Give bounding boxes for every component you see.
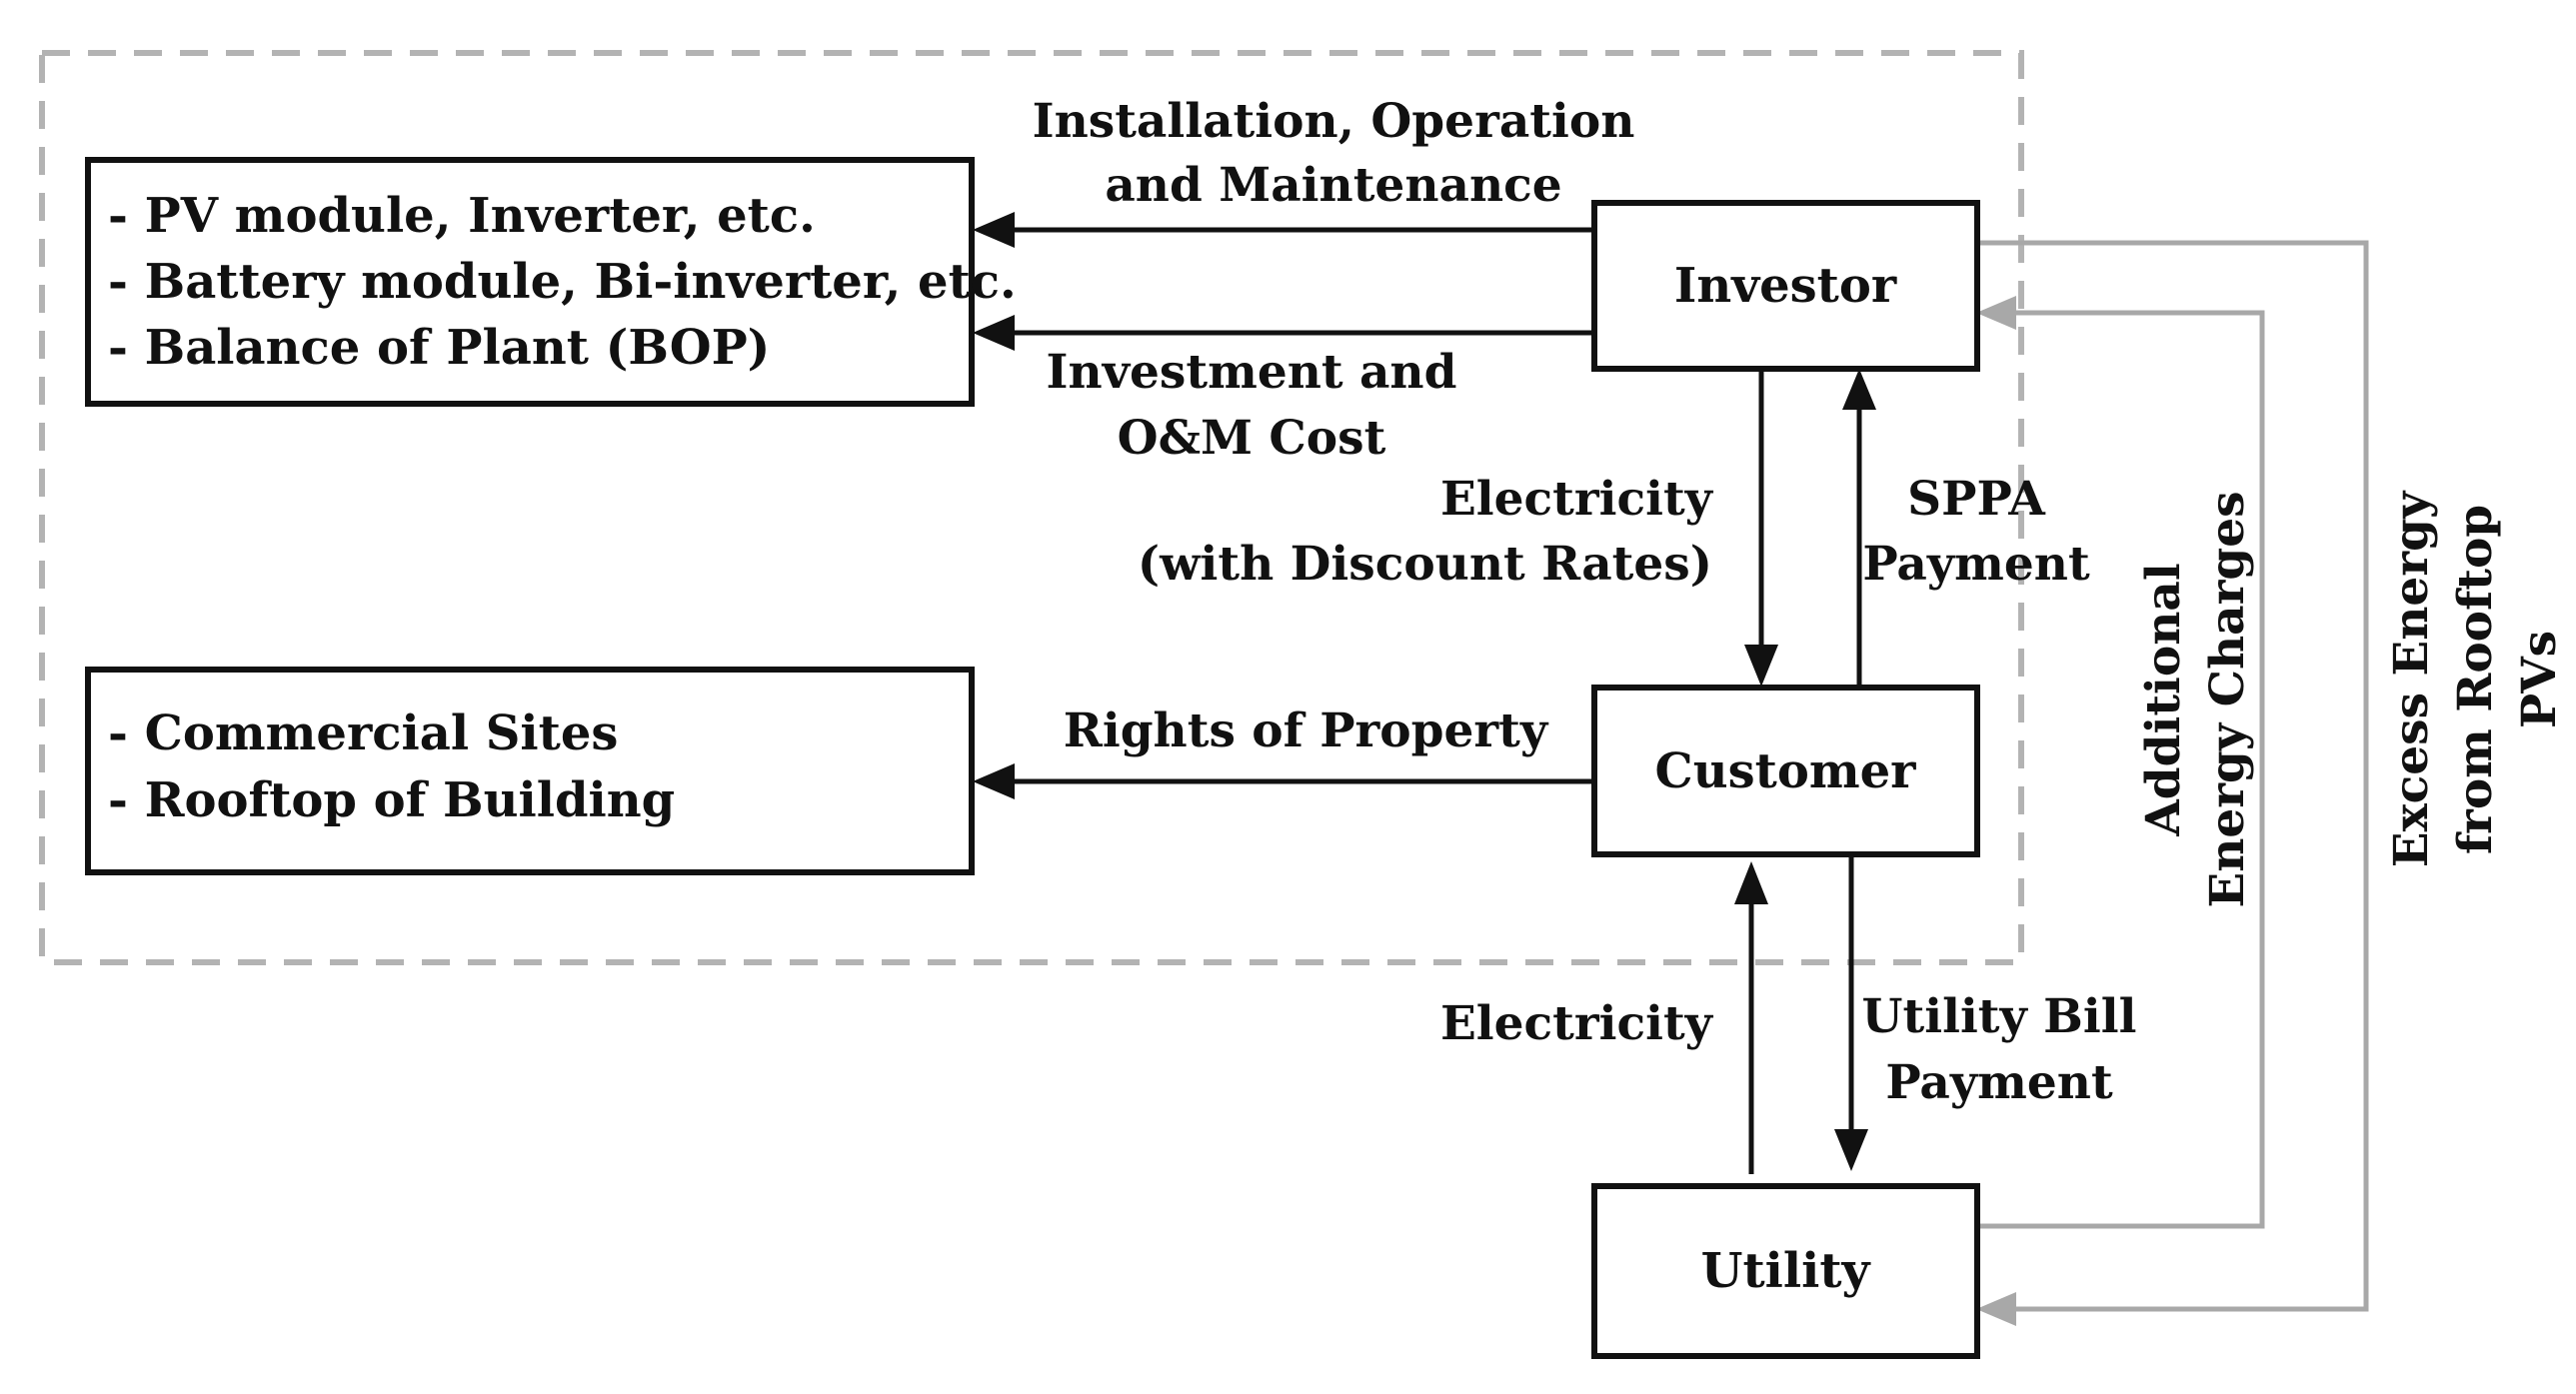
additional-energy-connector [1974, 310, 2265, 1229]
utility-bill-arrowhead [1834, 1129, 1868, 1171]
installation-arrowhead [973, 212, 1015, 248]
sppa-label-line-2: Payment [1862, 537, 2090, 592]
black-arrowheads [973, 212, 1876, 1171]
sites-line-2: - Rooftop of Building [108, 772, 675, 828]
electricity-discount-arrowhead [1744, 645, 1778, 687]
excess-energy-label-line-3: PVs [2512, 631, 2567, 728]
sppa-label-line-1: SPPA [1907, 472, 2045, 527]
installation-label-line-1: Installation, Operation [1033, 94, 1635, 149]
excess-energy-arrowhead [1976, 1292, 2016, 1326]
electricity-discount-label-line-2: (with Discount Rates) [1138, 537, 1712, 592]
gray-connectors [1974, 240, 2369, 1312]
equipment-box: - PV module, Inverter, etc. - Battery mo… [85, 157, 1017, 407]
electricity-arrowhead [1734, 861, 1768, 904]
additional-energy-label: Additional Energy Charges [2136, 491, 2255, 907]
excess-energy-label: Excess Energy from Rooftop PVs [2384, 490, 2567, 867]
additional-energy-label-line-1: Additional [2136, 563, 2191, 836]
utility-label: Utility [1701, 1243, 1872, 1299]
investment-arrowhead [973, 315, 1015, 351]
investment-label-line-1: Investment and [1047, 345, 1457, 400]
utility-box: Utility [1591, 1183, 1980, 1359]
dashed-boundary [39, 50, 2024, 965]
gray-arrowheads [1976, 296, 2016, 1326]
investor-box: Investor [1591, 200, 1980, 372]
investor-label: Investor [1674, 258, 1897, 314]
additional-energy-arrowhead [1976, 296, 2016, 330]
installation-label-line-2: and Maintenance [1105, 158, 1561, 213]
equipment-line-1: - PV module, Inverter, etc. [108, 188, 816, 244]
equipment-line-3: - Balance of Plant (BOP) [108, 320, 770, 376]
utility-bill-label-line-1: Utility Bill [1862, 989, 2137, 1044]
electricity-discount-label-line-1: Electricity [1440, 472, 1714, 527]
sites-box: - Commercial Sites - Rooftop of Building [85, 667, 975, 875]
equipment-line-2: - Battery module, Bi-inverter, etc. [108, 254, 1017, 310]
sites-line-1: - Commercial Sites [108, 705, 618, 761]
additional-energy-label-line-2: Energy Charges [2200, 491, 2255, 907]
rights-label: Rights of Property [1064, 703, 1549, 758]
customer-box: Customer [1591, 685, 1980, 857]
utility-bill-label-line-2: Payment [1885, 1055, 2113, 1110]
black-arrows [1012, 227, 1862, 1174]
customer-label: Customer [1655, 743, 1917, 799]
rights-arrowhead [973, 763, 1015, 799]
sppa-arrowhead [1842, 369, 1876, 410]
excess-energy-connector [1974, 240, 2369, 1312]
electricity-label: Electricity [1440, 996, 1714, 1051]
investment-label-line-2: O&M Cost [1118, 411, 1386, 466]
excess-energy-label-line-2: from Rooftop [2448, 505, 2503, 854]
excess-energy-label-line-1: Excess Energy [2384, 490, 2439, 867]
